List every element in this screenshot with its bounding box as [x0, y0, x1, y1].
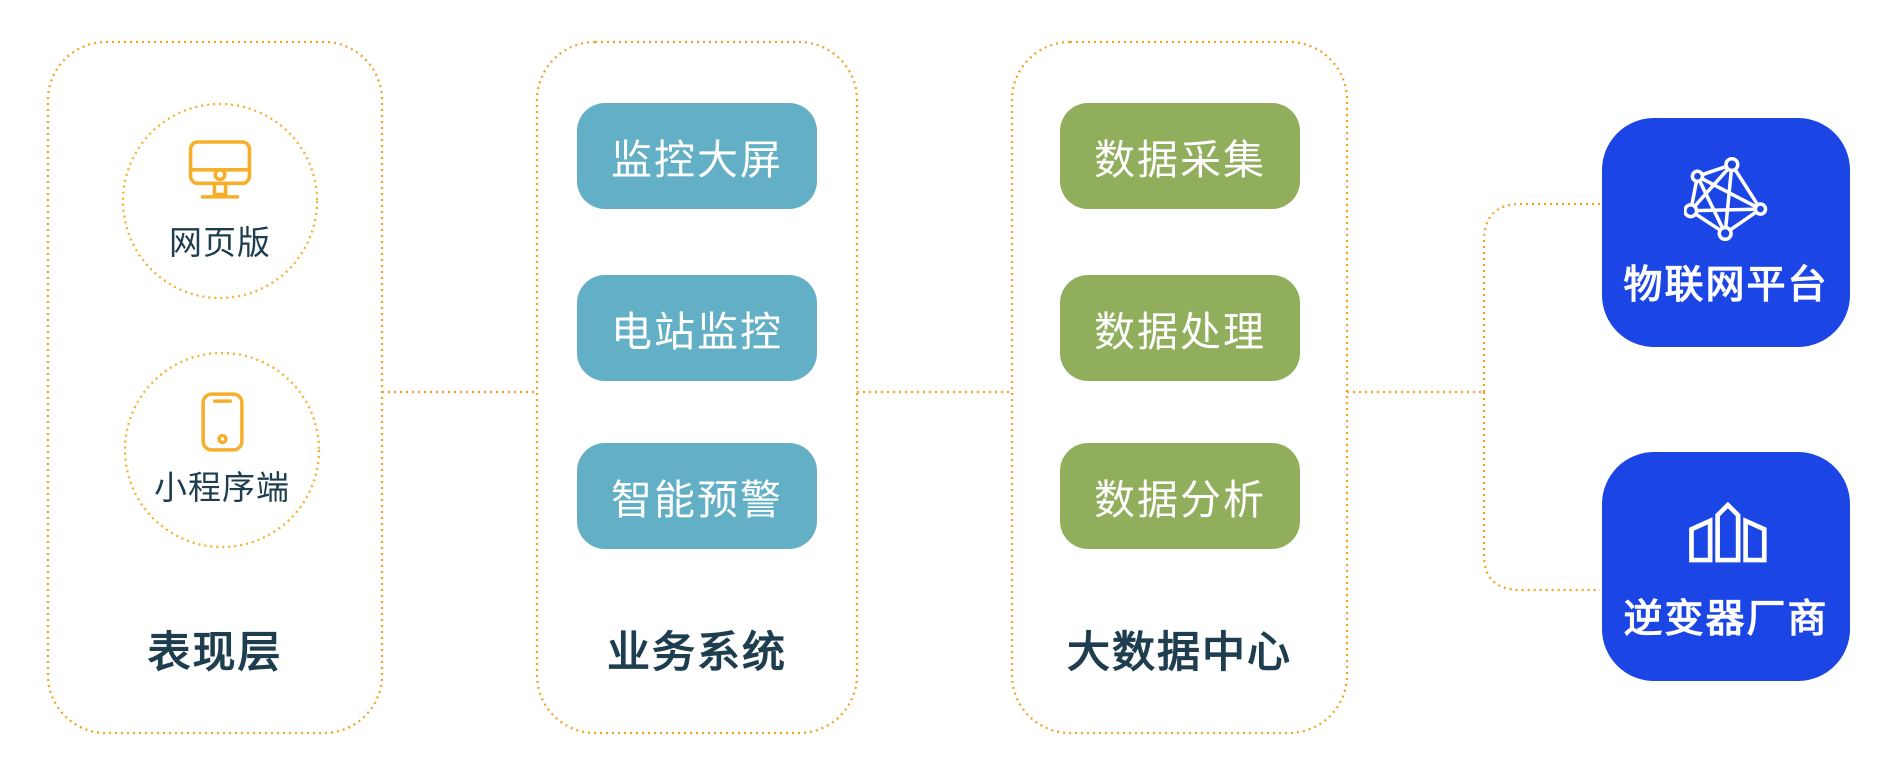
node-smart-alert[interactable]: 智能预警 — [577, 443, 817, 549]
miniprogram-node[interactable]: 小程序端 — [125, 353, 319, 547]
mobile-phone-icon — [200, 392, 244, 452]
business-system-layer-box — [535, 40, 859, 735]
web-version-circle-outline — [121, 102, 319, 300]
iot-platform-label: 物联网平台 — [1623, 263, 1829, 307]
iot-network-icon — [1684, 156, 1768, 242]
node-station-monitoring-label: 电站监控 — [611, 309, 783, 355]
node-monitoring-dashboard[interactable]: 监控大屏 — [577, 103, 817, 209]
inverter-vendor-card[interactable]: 逆变器厂商 — [1602, 452, 1850, 681]
big-data-center-layer-box — [1010, 40, 1349, 735]
iot-platform-card[interactable]: 物联网平台 — [1602, 118, 1850, 347]
node-data-collection[interactable]: 数据采集 — [1060, 103, 1300, 209]
node-data-processing[interactable]: 数据处理 — [1060, 275, 1300, 381]
presentation-layer-box — [46, 40, 384, 735]
monitor-icon — [188, 140, 252, 199]
node-station-monitoring[interactable]: 电站监控 — [577, 275, 817, 381]
web-version-label: 网页版 — [169, 224, 271, 261]
big-data-center-layer-title: 大数据中心 — [1067, 629, 1292, 677]
node-monitoring-dashboard-label: 监控大屏 — [611, 137, 783, 183]
miniprogram-label: 小程序端 — [154, 469, 290, 506]
connector-branch-to-inverter-vendor — [1482, 392, 1600, 592]
node-data-analysis[interactable]: 数据分析 — [1060, 443, 1300, 549]
node-data-analysis-label: 数据分析 — [1094, 477, 1266, 523]
node-data-collection-label: 数据采集 — [1094, 137, 1266, 183]
business-system-layer-title: 业务系统 — [607, 629, 787, 677]
web-version-node[interactable]: 网页版 — [123, 104, 317, 298]
presentation-layer-title: 表现层 — [147, 629, 283, 677]
inverter-vendor-label: 逆变器厂商 — [1623, 597, 1829, 641]
miniprogram-circle-outline — [123, 351, 321, 549]
node-smart-alert-label: 智能预警 — [611, 477, 783, 523]
factory-building-icon — [1684, 490, 1768, 576]
node-data-processing-label: 数据处理 — [1094, 309, 1266, 355]
connector-branch-to-iot-platform — [1482, 202, 1602, 392]
